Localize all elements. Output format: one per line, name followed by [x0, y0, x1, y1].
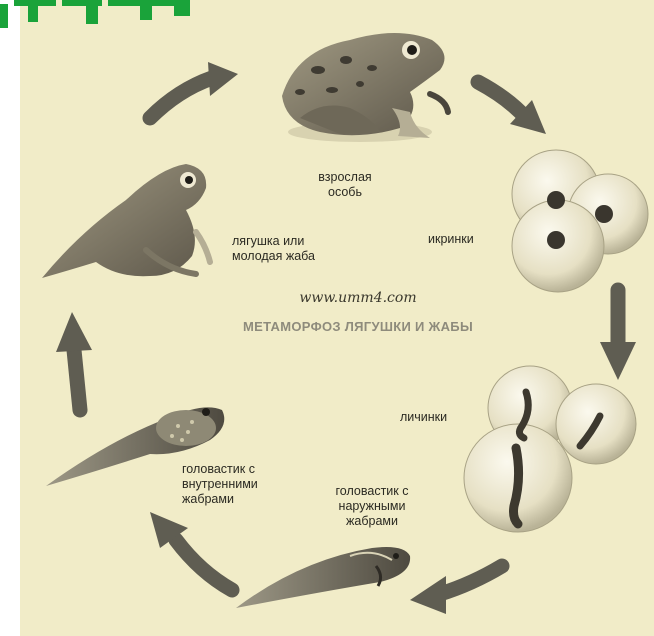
cycle-arrows	[56, 62, 636, 614]
tadpole-external-gills-illustration	[236, 547, 410, 608]
diagram-title: МЕТАМОРФОЗ ЛЯГУШКИ И ЖАБЫ	[238, 318, 478, 336]
label-tadpole-internal: головастик с внутренними жабрами	[182, 462, 294, 507]
label-larvae: личинки	[400, 410, 470, 425]
arrow-icon	[410, 566, 502, 614]
label-adult: взрослая особь	[300, 170, 390, 200]
arrow-icon	[150, 62, 238, 118]
label-froglet: лягушка или молодая жаба	[232, 234, 328, 264]
source-url: www.umm4.com	[268, 290, 448, 306]
label-eggs: икринки	[428, 232, 498, 247]
arrow-icon	[478, 82, 546, 134]
arrow-icon	[56, 312, 92, 410]
froglet-illustration	[42, 164, 210, 278]
adult-frog-illustration	[282, 33, 448, 142]
label-tadpole-external: головастик с наружными жабрами	[318, 484, 426, 529]
arrow-icon	[600, 290, 636, 380]
arrow-icon	[150, 512, 232, 590]
corner-mark-icon	[0, 0, 190, 28]
eggs-illustration	[512, 150, 648, 292]
larvae-illustration	[464, 366, 636, 532]
